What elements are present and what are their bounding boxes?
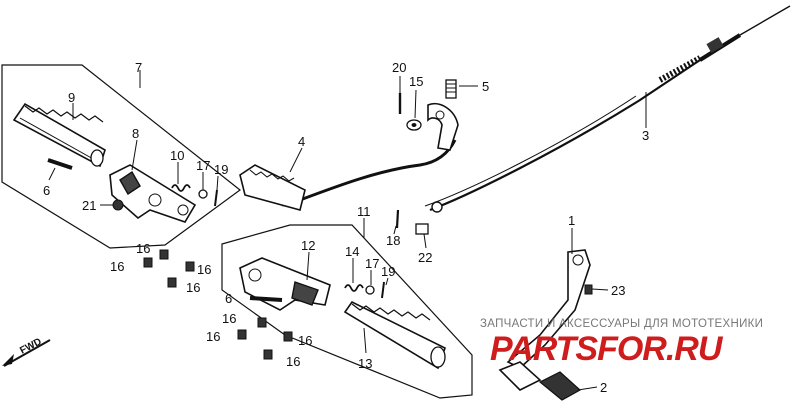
callout-15: 15: [409, 74, 423, 89]
cotter-19-right: [381, 281, 385, 299]
spring-10: [171, 184, 191, 192]
group-box-7: [1, 64, 241, 249]
callout-16b: 16: [110, 259, 124, 274]
callout-17b: 17: [365, 256, 379, 271]
bolt-23: [584, 284, 593, 295]
brake-pedal: [498, 249, 591, 391]
callout-16d: 16: [186, 280, 200, 295]
bolt-6-right: [249, 296, 283, 302]
fwd-label: FWD: [18, 336, 43, 356]
callout-19a: 19: [214, 162, 228, 177]
footpeg-9: [12, 102, 106, 168]
callout-21: 21: [82, 198, 96, 213]
clevis-pin-22: [415, 223, 429, 235]
callout-16e: 16: [222, 311, 236, 326]
watermark-brand: PARTSFOR.RU: [490, 330, 724, 368]
footpeg-bracket-8: [109, 164, 197, 223]
pin-5: [445, 79, 457, 99]
spring-14: [344, 284, 364, 292]
callout-16f: 16: [206, 329, 220, 344]
cotter-18: [395, 209, 400, 229]
callout-6b: 6: [225, 291, 232, 306]
callout-22: 22: [418, 250, 432, 265]
callout-16g: 16: [298, 333, 312, 348]
callout-19b: 19: [381, 264, 395, 279]
callout-17a: 17: [196, 158, 210, 173]
callout-20: 20: [392, 60, 406, 75]
washer-17-left: [198, 189, 208, 199]
callout-3: 3: [642, 128, 649, 143]
callout-14: 14: [345, 244, 359, 259]
callouts: 7 9 8 6 10 17 19 21 4 20 15 5 3 11 12 14…: [43, 60, 649, 395]
watermark-tagline: ЗАПЧАСТИ И АКСЕССУАРЫ ДЛЯ МОТОТЕХНИКИ: [480, 318, 763, 330]
leader-lines: [48, 70, 647, 391]
footpeg-on-rod: [239, 164, 306, 211]
callout-18: 18: [386, 233, 400, 248]
callout-6a: 6: [43, 183, 50, 198]
callout-10: 10: [170, 148, 184, 163]
callout-12: 12: [301, 238, 315, 253]
cotter-19-left: [214, 189, 218, 207]
callout-13: 13: [358, 356, 372, 371]
callout-7: 7: [135, 60, 142, 75]
footpeg-13: [343, 300, 446, 370]
callout-5: 5: [482, 79, 489, 94]
callout-9: 9: [68, 90, 75, 105]
group-box-11: [221, 224, 473, 399]
bolt-6-left: [47, 158, 73, 170]
brake-rod: [281, 103, 459, 207]
callout-1: 1: [568, 213, 575, 228]
footpeg-bracket-12: [239, 257, 331, 311]
callout-23: 23: [611, 283, 625, 298]
washer-17-right: [365, 285, 375, 295]
watermark: ЗАПЧАСТИ И АКСЕССУАРЫ ДЛЯ МОТОТЕХНИКИ PA…: [480, 318, 763, 368]
callout-16h: 16: [286, 354, 300, 369]
bolts-16: [143, 249, 293, 360]
callout-16a: 16: [136, 241, 150, 256]
callout-2: 2: [600, 380, 607, 395]
nut-21: [112, 199, 124, 211]
callout-4: 4: [298, 134, 305, 149]
callout-16c: 16: [197, 262, 211, 277]
pedal-rubber-2: [538, 371, 582, 401]
callout-11: 11: [357, 204, 371, 219]
fwd-arrow-icon: [2, 339, 51, 367]
callout-8: 8: [132, 126, 139, 141]
brake-cable: [424, 5, 791, 213]
